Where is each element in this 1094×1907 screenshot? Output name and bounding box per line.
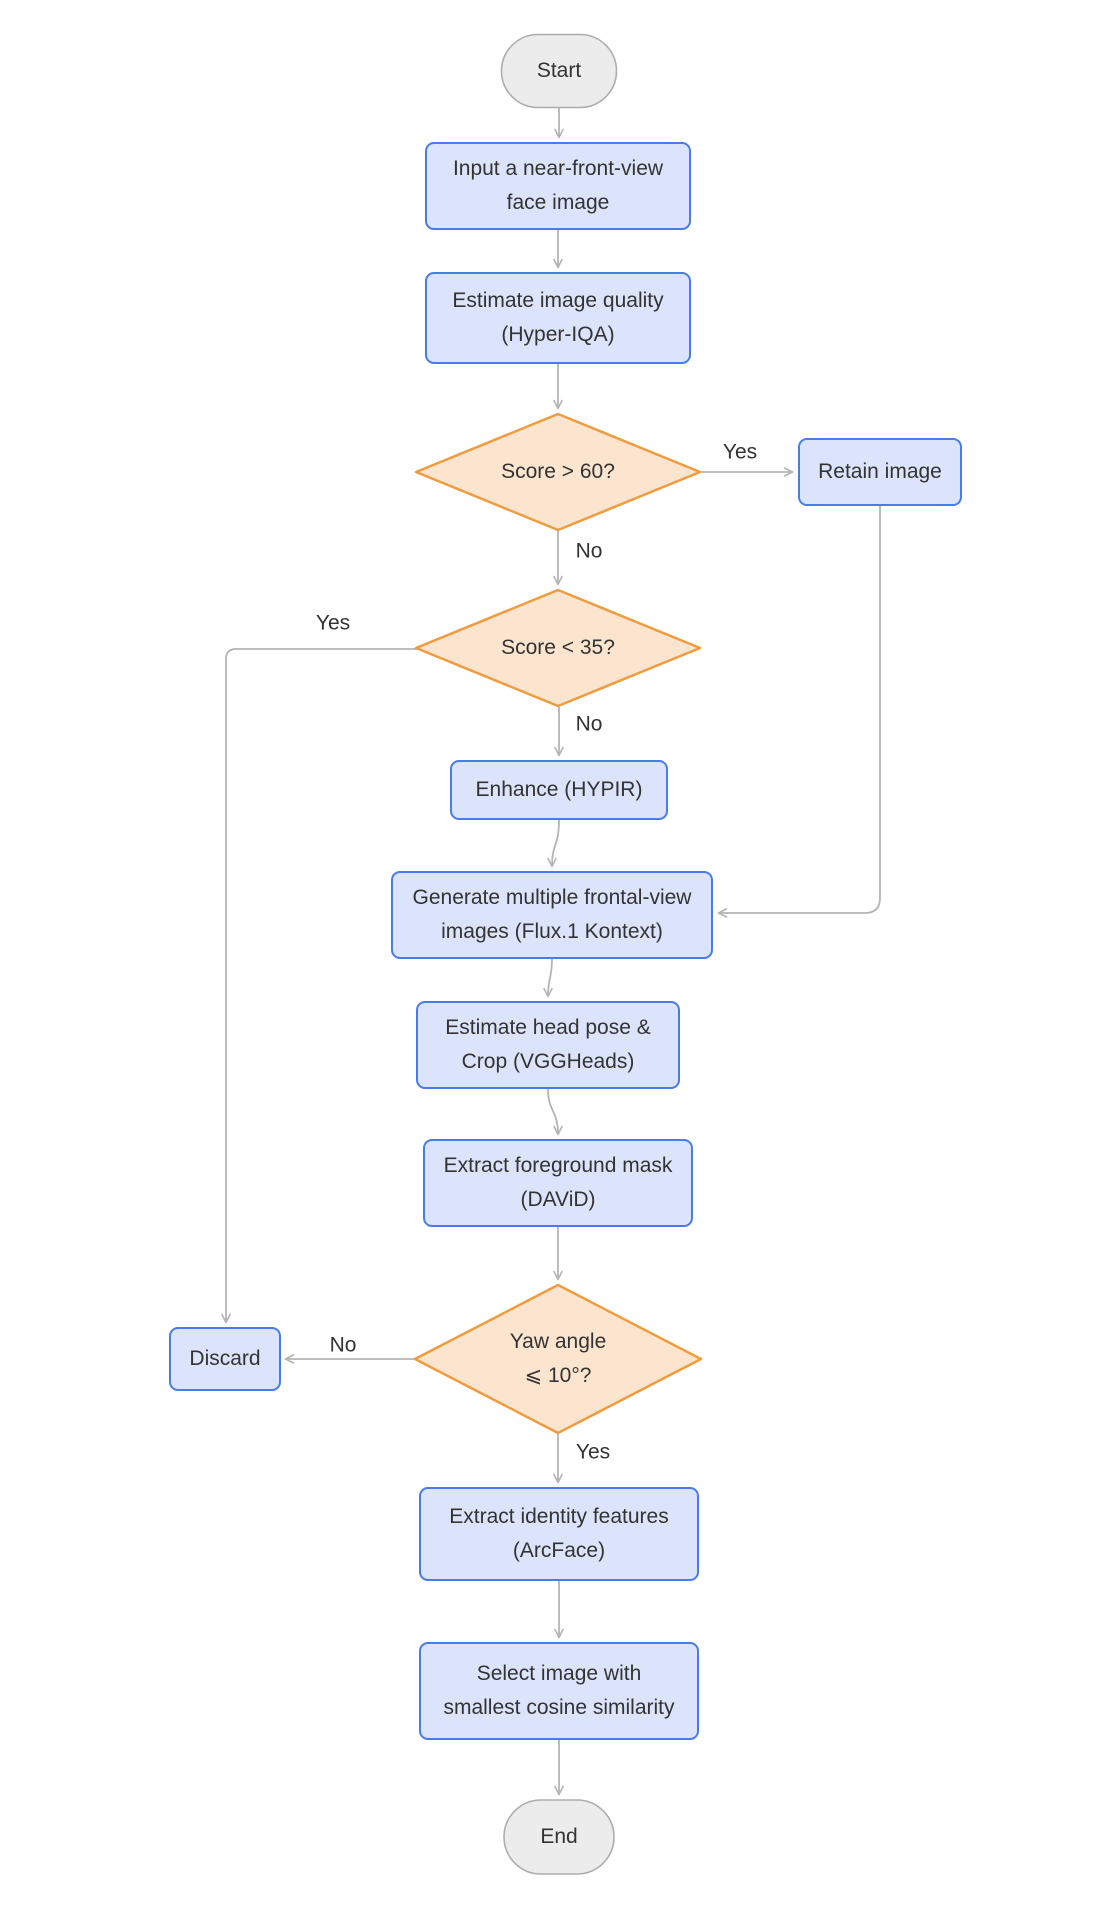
edge-score35-discard [221,648,417,1324]
edge-pose-mask [547,1088,563,1136]
shape-retain [798,438,962,506]
edge-retain-generate [717,506,881,918]
shape-generate [391,871,713,959]
shape-start [500,33,618,109]
shape-arcface [419,1487,699,1581]
shape-mask [423,1139,693,1227]
shape-end [503,1799,615,1875]
shape-score35 [414,588,702,708]
edge-enhance-generate [547,819,560,868]
shape-discard [169,1327,281,1391]
shape-pose [416,1001,680,1089]
shape-iqa [425,272,691,364]
shape-enhance [450,760,668,820]
shape-input [425,142,691,230]
shape-score60 [414,412,702,532]
edge-generate-pose [543,958,553,998]
shape-select [419,1642,699,1740]
shape-yaw [413,1283,703,1435]
